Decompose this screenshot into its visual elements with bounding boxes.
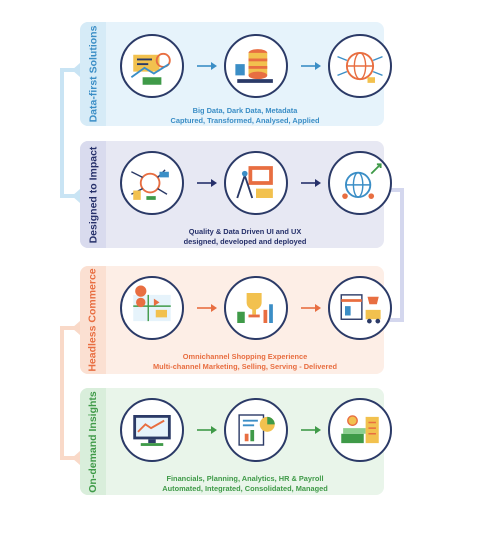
money-stack-icon [328, 398, 392, 462]
ui-prototype-icon [224, 151, 288, 215]
panel-title: Data-first Solutions [87, 25, 99, 123]
connector-right-middle [384, 183, 404, 327]
arrow-right-icon [197, 426, 217, 434]
trophy-analytics-icon [224, 276, 288, 340]
panel-tab: Designed to Impact [80, 141, 106, 248]
database-stack-icon [224, 34, 288, 98]
panel-tab: Headless Commerce [80, 266, 106, 374]
commerce-map-icon [120, 276, 184, 340]
arrow-right-icon [301, 426, 321, 434]
panel-title: On-demand Insights [87, 390, 100, 493]
panel-data-first-solutions: Data-first Solutions Big Data, Dark Data… [80, 22, 392, 126]
arrow-right-icon [301, 179, 321, 187]
arrow-right-icon [301, 304, 321, 312]
panel-title: Headless Commerce [87, 268, 99, 372]
caption-line-2: Captured, Transformed, Analysed, Applied [170, 116, 320, 125]
globe-rocket-icon [328, 151, 392, 215]
panel-on-demand-insights: On-demand Insights Financials, Planning,… [80, 388, 392, 495]
dashboard-screen-icon [120, 398, 184, 462]
panel-headless-commerce: Headless Commerce Omnichannel Shopping E… [80, 266, 392, 374]
report-charts-icon [224, 398, 288, 462]
caption-line-2: designed, developed and deployed [183, 237, 307, 246]
panel-tab: Data-first Solutions [80, 22, 106, 126]
arrow-right-icon [301, 62, 321, 70]
caption-line-2: Automated, Integrated, Consolidated, Man… [162, 484, 328, 493]
arrow-right-icon [197, 304, 217, 312]
delivery-store-icon [328, 276, 392, 340]
panel-tab: On-demand Insights [80, 388, 106, 495]
connector-left-bottom [60, 321, 80, 465]
connector-left-top [60, 63, 80, 203]
arrow-right-icon [197, 62, 217, 70]
caption-line-1: Financials, Planning, Analytics, HR & Pa… [166, 474, 324, 483]
caption-line-1: Quality & Data Driven UI and UX [188, 227, 302, 236]
caption-line-1: Omnichannel Shopping Experience [182, 352, 308, 361]
caption-line-1: Big Data, Dark Data, Metadata [192, 106, 298, 115]
data-capture-icon [120, 34, 184, 98]
arrow-right-icon [197, 179, 217, 187]
globe-network-icon [328, 34, 392, 98]
caption-line-2: Multi-channel Marketing, Selling, Servin… [153, 362, 337, 371]
panel-title: Designed to Impact [87, 146, 100, 243]
design-mindmap-icon [120, 151, 184, 215]
panel-designed-to-impact: Designed to Impact Quality & Data Driven… [80, 141, 392, 248]
